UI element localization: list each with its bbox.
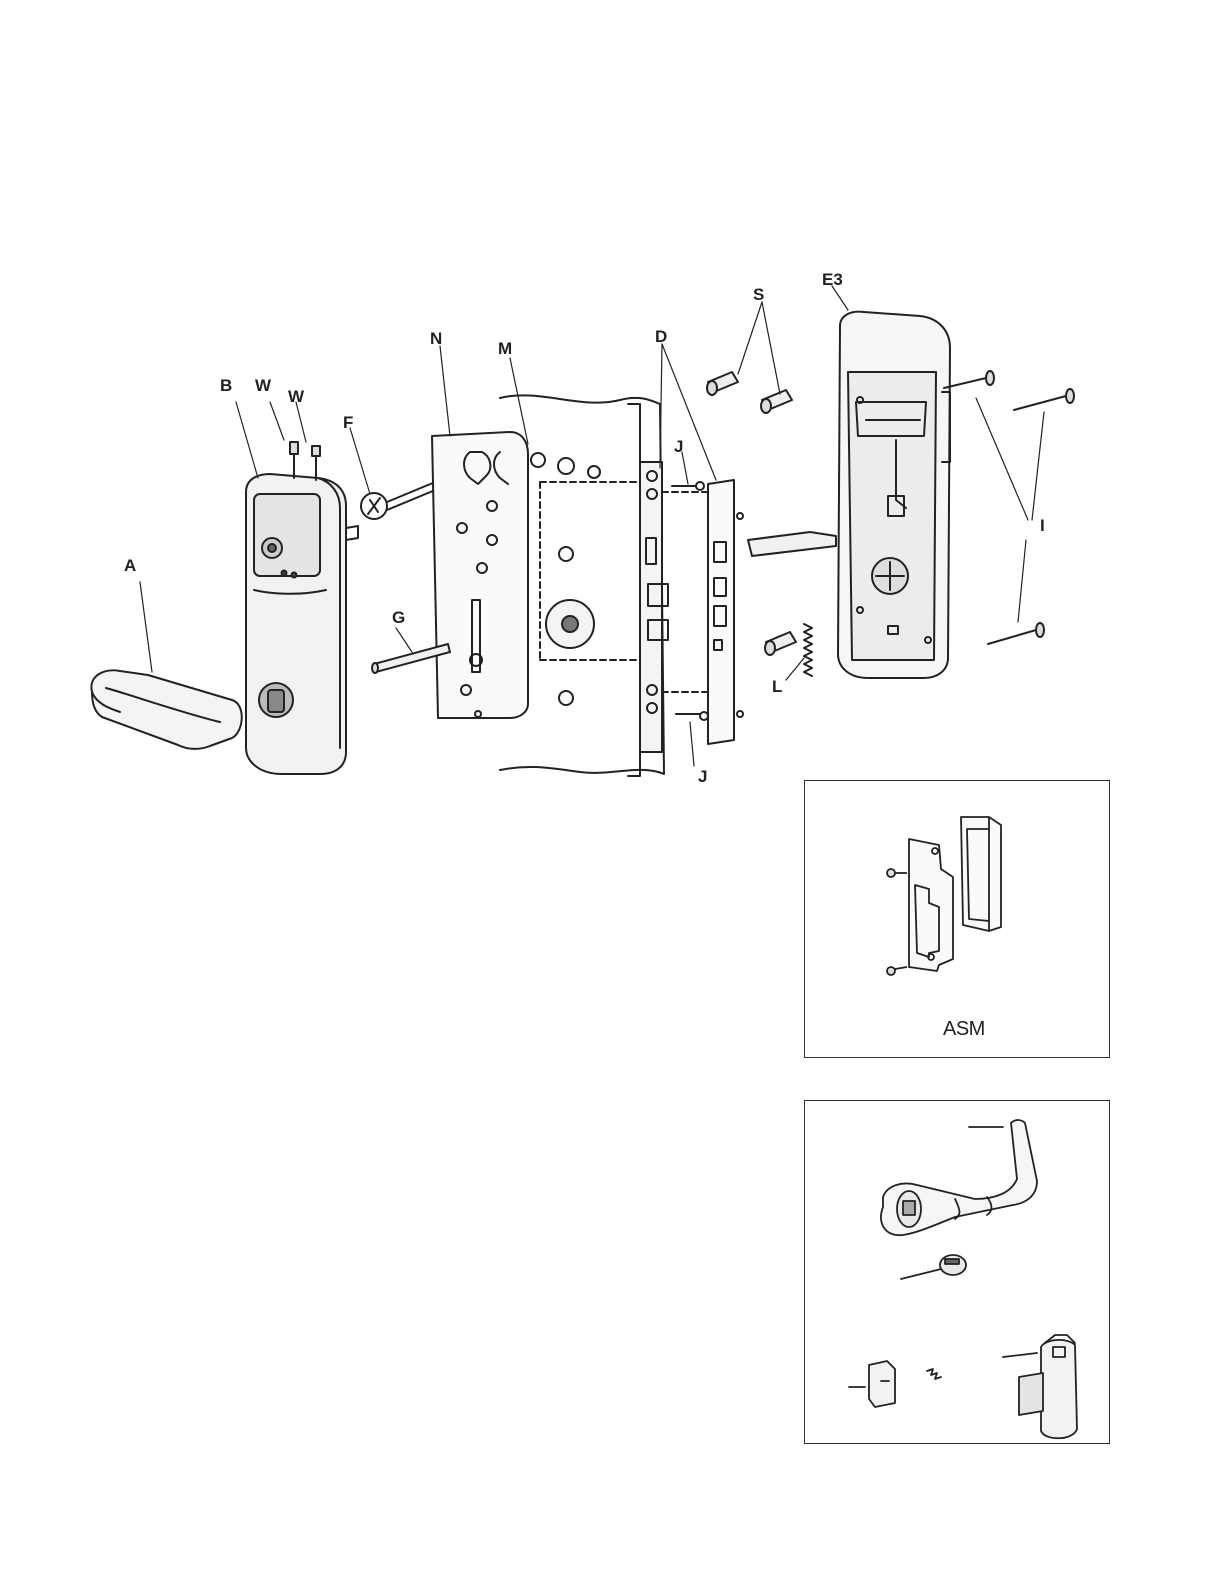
spring-l — [804, 624, 812, 676]
mounting-plate-n — [432, 432, 528, 718]
lever-handle-a — [91, 670, 241, 749]
label-d: D — [655, 328, 667, 345]
lever-parts-drawing — [805, 1101, 1111, 1445]
label-l: L — [772, 678, 782, 695]
label-m: M — [498, 340, 512, 357]
outside-escutcheon-b — [246, 442, 358, 774]
label-w-2: W — [288, 388, 304, 405]
label-j-1: J — [674, 438, 683, 455]
label-j-2: J — [698, 768, 707, 785]
cable-grommet-f — [361, 480, 440, 519]
mortise-lock-d — [640, 462, 743, 752]
inset-lever-parts — [804, 1100, 1110, 1444]
inset-asm: ASM — [804, 780, 1110, 1058]
inside-escutcheon-e3 — [838, 312, 950, 678]
label-n: N — [430, 330, 442, 347]
label-e3: E3 — [822, 271, 843, 288]
label-f: F — [343, 414, 353, 431]
label-s: S — [753, 286, 764, 303]
label-i: I — [1040, 517, 1045, 534]
asm-caption: ASM — [943, 1019, 985, 1039]
spindle-right — [748, 532, 836, 556]
label-w-1: W — [255, 377, 271, 394]
label-b: B — [220, 377, 232, 394]
screws-i — [944, 371, 1074, 644]
label-g: G — [392, 609, 405, 626]
label-a: A — [124, 557, 136, 574]
